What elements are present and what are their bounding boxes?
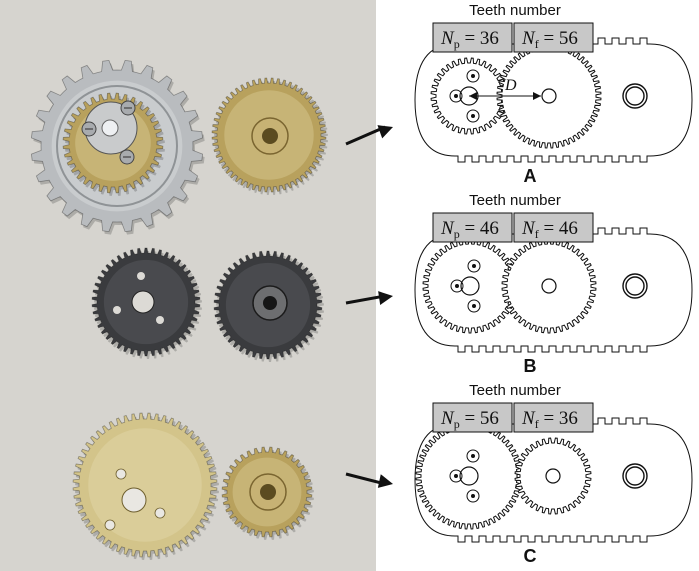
label-nf-box xyxy=(513,402,594,433)
arrow-head xyxy=(377,474,393,488)
pinion-gear xyxy=(415,422,523,530)
pinion-bore xyxy=(459,466,479,486)
pinion-hole-1 xyxy=(466,449,480,463)
panel-a-letter: A xyxy=(523,166,537,186)
pinion-gear-b-hole-3 xyxy=(156,316,164,324)
pinion-hole-dot-3 xyxy=(471,114,475,118)
pinion-hole-dot-3 xyxy=(471,494,475,498)
arrow-head xyxy=(377,125,393,139)
output-shaft-inner xyxy=(625,276,645,296)
distance-arrow-left xyxy=(469,92,477,100)
arrow-shaft xyxy=(345,294,386,305)
pinion-gear-c-hole-1 xyxy=(115,468,127,480)
face-gear-a-bore xyxy=(262,128,278,144)
pinion-hole-2 xyxy=(450,279,464,293)
arrow-c xyxy=(345,472,393,488)
label-np-box xyxy=(432,212,513,243)
pinion-hole-dot-1 xyxy=(471,74,475,78)
label-nf-text: Nf = 36 xyxy=(521,408,578,431)
panel-c-title: Teeth number xyxy=(469,382,561,399)
pinion-hole-3 xyxy=(466,109,480,123)
pinion-hole-dot-2 xyxy=(454,474,458,478)
pinion-gear-c-bore xyxy=(121,487,147,513)
arrow-b xyxy=(345,291,393,305)
arrow-a xyxy=(345,125,393,146)
face-bore xyxy=(541,88,557,104)
gear-diagrams: Np = 36 Nf = 56 D Np = 46 Nf = 46 Np = 56 Nf =… xyxy=(414,22,693,543)
pinion-gear-c-hole-2 xyxy=(104,519,116,531)
output-shaft-outer xyxy=(622,83,648,109)
output-shaft-inner xyxy=(625,86,645,106)
arrow-head xyxy=(378,291,393,305)
shaft-end xyxy=(101,119,119,137)
label-np-text: Np = 46 xyxy=(440,218,499,241)
face-gear xyxy=(514,437,592,515)
diagram-a: Np = 36 Nf = 56 D xyxy=(414,22,693,163)
label-np-text: Np = 56 xyxy=(440,408,499,431)
pinion-hole-2 xyxy=(449,469,463,483)
pinion-hole-dot-3 xyxy=(472,304,476,308)
label-nf-box xyxy=(513,212,594,243)
panel-c-letter: C xyxy=(523,546,537,566)
pinion-gear-c-hole-3 xyxy=(154,507,166,519)
output-shaft-outer xyxy=(622,273,648,299)
label-np-box xyxy=(432,402,513,433)
pinion-gear-b-hole-2 xyxy=(113,306,121,314)
pinion-hole-3 xyxy=(467,299,481,313)
gear-photo xyxy=(30,59,328,560)
pinion-gear-b-bore xyxy=(131,290,155,314)
arrow-shaft xyxy=(345,125,386,146)
diagram-b: Np = 46 Nf = 46 xyxy=(414,212,693,353)
pinion-gear-b-hole-1 xyxy=(137,272,145,280)
label-nf-box xyxy=(513,22,594,53)
panel-b-letter: B xyxy=(523,356,537,376)
output-shaft-outer xyxy=(622,463,648,489)
face-bore xyxy=(541,278,557,294)
face-bore xyxy=(545,468,561,484)
face-gear-c-bore xyxy=(260,484,276,500)
pinion-hole-dot-1 xyxy=(472,264,476,268)
label-np-text: Np = 36 xyxy=(440,28,499,51)
pinion-hole-3 xyxy=(466,489,480,503)
pinion-bore xyxy=(460,276,480,296)
label-np-box xyxy=(432,22,513,53)
distance-arrow-right xyxy=(533,92,541,100)
arrows xyxy=(345,125,393,488)
pinion-hole-dot-1 xyxy=(471,454,475,458)
face-gear-b-bore xyxy=(263,296,277,310)
aluminum-gear-ring xyxy=(56,85,178,207)
output-shaft-inner xyxy=(625,466,645,486)
pinion-hole-2 xyxy=(449,89,463,103)
label-nf-text: Nf = 56 xyxy=(521,28,578,51)
distance-label: D xyxy=(504,77,517,94)
pinion-hole-dot-2 xyxy=(455,284,459,288)
pinion-hole-dot-2 xyxy=(454,94,458,98)
pinion-gear xyxy=(422,238,518,334)
pinion-gear-c-face xyxy=(88,428,202,542)
panel-a-title: Teeth number xyxy=(469,2,561,19)
label-nf-text: Nf = 46 xyxy=(521,218,578,241)
face-gear xyxy=(501,238,597,334)
panel-b-title: Teeth number xyxy=(469,192,561,209)
pinion-hole-1 xyxy=(466,69,480,83)
diagram-c: Np = 56 Nf = 36 xyxy=(414,402,693,543)
arrow-shaft xyxy=(345,472,386,486)
pinion-hole-1 xyxy=(467,259,481,273)
